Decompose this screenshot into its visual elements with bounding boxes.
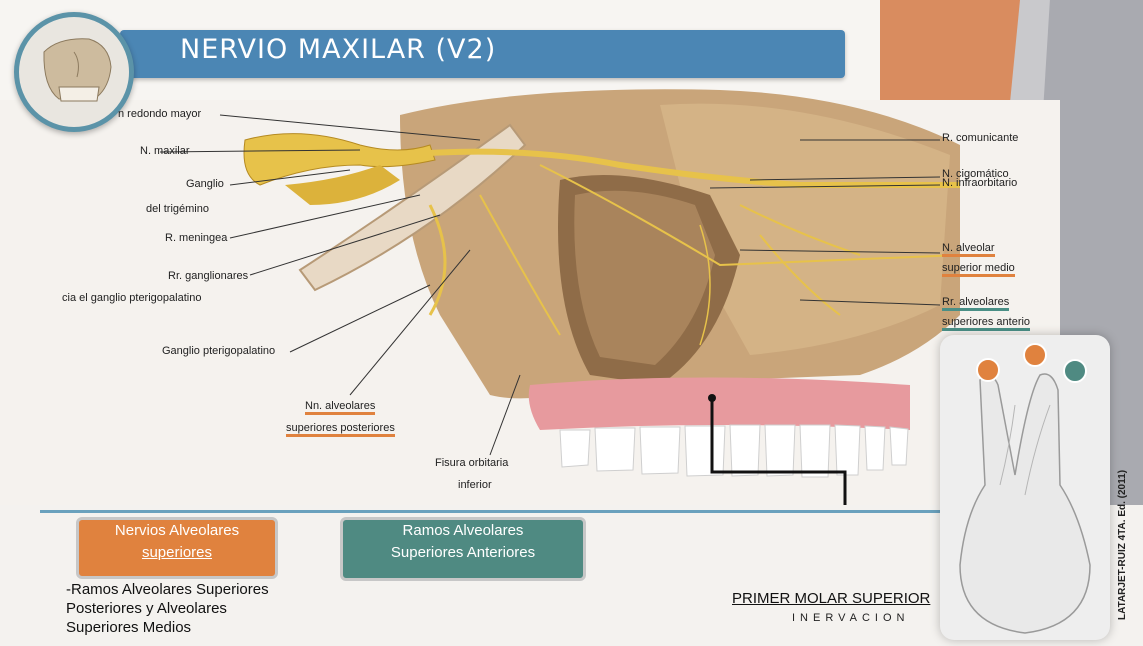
box-teal-line2: Superiores Anteriores — [343, 542, 583, 564]
label-rama-comunicante: R. comunicante — [942, 132, 1018, 144]
label-alveolares-posteriores-line2: superiores posteriores — [286, 422, 395, 437]
molar-subtitle: INERVACION — [792, 612, 909, 624]
page-title: NERVIO MAXILAR (V2) — [180, 34, 496, 65]
skull-icon — [19, 17, 129, 127]
label-ganglio-pterigopalatino: Ganglio pterigopalatino — [162, 345, 275, 357]
box-orange-line2: superiores — [79, 542, 275, 564]
box-teal-line1: Ramos Alveolares — [343, 520, 583, 542]
label-nervio-infraorbitario: N. infraorbitario — [942, 177, 1017, 189]
source-credit: LATARJET-RUIZ 4TA. Ed. (2011) — [1117, 470, 1128, 620]
maxillary-nerve-illustration — [100, 85, 960, 505]
molar-title: PRIMER MOLAR SUPERIOR — [732, 590, 930, 607]
skull-logo — [14, 12, 134, 132]
note-line-1: -Ramos Alveolares Superiores — [66, 580, 269, 599]
label-alveolares-anteriores-line1: Rr. alveolares — [942, 296, 1009, 311]
label-alveolares-posteriores-line1: Nn. alveolares — [305, 400, 375, 415]
label-fisura-orbitaria-line2: inferior — [458, 479, 492, 491]
label-fisura-orbitaria-line1: Fisura orbitaria — [435, 457, 508, 469]
label-ramos-ganglionares-line1: Rr. ganglionares — [168, 270, 248, 282]
box-orange-line1: Nervios Alveolares — [79, 520, 275, 542]
label-ganglio-trigemino-line1: Ganglio — [186, 178, 224, 190]
nervios-alveolares-superiores-box: Nervios Alveolares superiores — [76, 517, 278, 579]
label-alveolares-anteriores-line2: superiores anterio — [942, 316, 1030, 331]
label-ganglio-trigemino-line2: del trigémino — [146, 203, 209, 215]
divider-line — [40, 510, 940, 513]
label-foramen-redondo: n redondo mayor — [118, 108, 201, 120]
label-nervio-maxilar: N. maxilar — [140, 145, 190, 157]
molar-illustration — [940, 335, 1110, 640]
ramos-alveolares-anteriores-box: Ramos Alveolares Superiores Anteriores — [340, 517, 586, 581]
label-alveolar-superior-medio-line2: superior medio — [942, 262, 1015, 277]
label-alveolar-superior-medio-line1: N. alveolar — [942, 242, 995, 257]
label-rama-meningea: R. meningea — [165, 232, 227, 244]
label-ramos-ganglionares-line2: cia el ganglio pterigopalatino — [62, 292, 201, 304]
note-line-3: Superiores Medios — [66, 618, 269, 637]
note-text: -Ramos Alveolares Superiores Posteriores… — [66, 580, 269, 637]
molar-icon — [940, 335, 1110, 640]
note-line-2: Posteriores y Alveolares — [66, 599, 269, 618]
